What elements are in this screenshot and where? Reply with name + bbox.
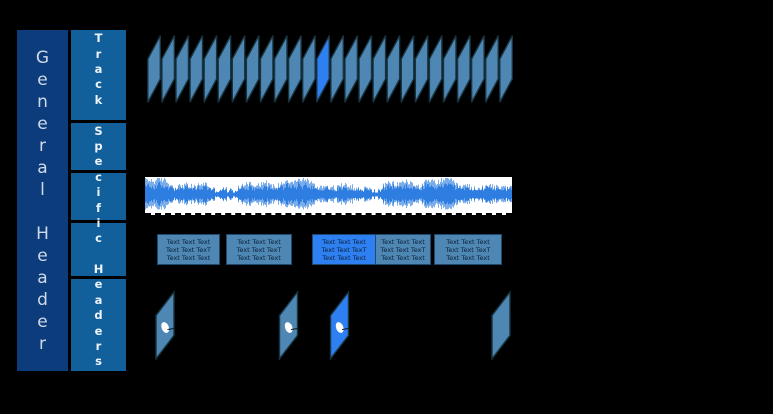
video-frame [414,35,429,103]
track-header-segment-4 [71,223,126,276]
subtitle-line: Text Text Text [381,253,425,262]
video-frame-highlighted [316,35,330,103]
card-hole-line [290,328,298,330]
video-frame [330,35,345,103]
video-frame [499,35,513,103]
vertical-letter: a [37,267,48,288]
track-header-segment-2 [71,123,126,170]
video-frame [273,35,288,103]
video-frame [456,35,471,103]
video-frame [442,35,457,103]
card-hole-line [167,328,175,330]
video-frame [175,35,190,103]
video-frames-track [147,35,513,103]
subtitle-line: Text Text Text [166,237,211,246]
vertical-letter: e [37,69,48,90]
video-frame [358,35,373,103]
hole-card-track [155,289,511,361]
vertical-letter: r [39,333,46,354]
video-frame [245,35,260,103]
subtitle-line: Text Text Text [322,237,366,246]
track-header-segment-3 [71,173,126,220]
audio-waveform-track [145,177,512,215]
video-frame [231,35,246,103]
card-hole [161,322,170,333]
video-frame [386,35,401,103]
video-frame [428,35,443,103]
vertical-letter: r [39,135,46,156]
track-header-segment-5 [71,279,126,371]
waveform-graphic [145,178,512,210]
video-frame [470,35,485,103]
video-frame [287,35,302,103]
subtitle-line: Text Text Text [166,253,211,262]
subtitle-line: Text Text Text [446,253,490,262]
subtitle-line: Text Text Text [446,237,490,246]
subtitle-line: Text Text TexT [321,245,367,254]
card-hole [284,322,293,333]
video-frame [485,35,499,103]
video-frame [189,35,204,103]
subtitle-line: Text Text TexT [166,245,211,254]
subtitle-line: Text Text TexT [380,245,426,254]
subtitle-line: Text Text TexT [445,245,491,254]
video-frame [161,35,176,103]
vertical-letter: d [37,289,48,310]
video-frame [203,35,218,103]
track-header-segment-1 [71,30,126,120]
vertical-letter: l [40,179,45,200]
vertical-letter: e [37,311,48,332]
hole-card [491,289,511,361]
vertical-letter: e [37,113,48,134]
subtitle-line: Text Text Text [237,237,281,246]
vertical-letter: G [35,47,50,68]
subtitle-line: Text Text Text [381,237,425,246]
video-frame [400,35,415,103]
card-hole [335,322,344,333]
video-frame [372,35,387,103]
video-frame [217,35,232,103]
subtitle-line: Text Text Text [237,253,281,262]
video-frame [344,35,359,103]
vertical-letter: a [37,157,48,178]
subtitle-line: Text Text Text [322,253,366,262]
subtitle-line: Text Text TexT [236,245,282,254]
video-frame [259,35,274,103]
card-hole-line [341,328,349,330]
vertical-letter: n [37,91,48,112]
video-frame [301,35,316,103]
video-frame [147,35,162,103]
waveform-center-band [145,192,512,197]
